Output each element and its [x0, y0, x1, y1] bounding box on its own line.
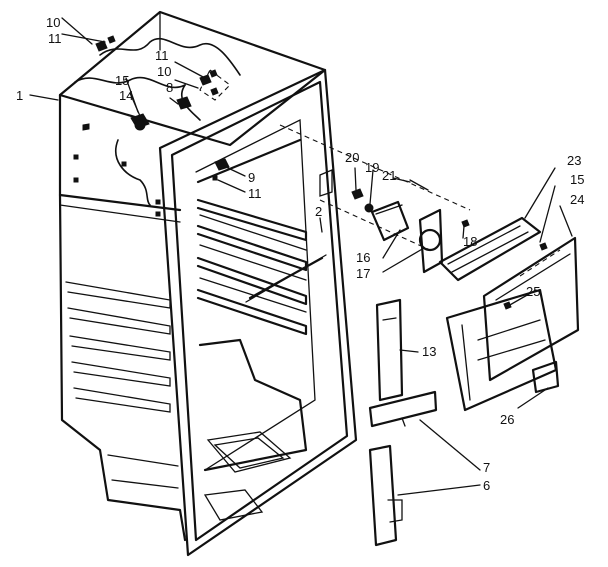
callout-10-top: 10 — [46, 15, 60, 30]
evaporator-panels — [438, 216, 580, 412]
callout-14: 14 — [119, 88, 133, 103]
callout-21: 21 — [382, 168, 396, 183]
callout-15-left: 15 — [115, 73, 129, 88]
callout-11-shelf: 11 — [248, 186, 262, 201]
callout-18: 18 — [463, 234, 477, 249]
callout-26: 26 — [500, 412, 514, 427]
callout-20: 20 — [345, 150, 359, 165]
callout-10-mid: 10 — [157, 64, 171, 79]
callout-23: 23 — [567, 153, 581, 168]
callout-19: 19 — [365, 160, 379, 175]
callout-15-right: 15 — [570, 172, 584, 187]
callout-6: 6 — [483, 478, 490, 493]
cabinet-shell — [58, 10, 327, 542]
callout-8: 8 — [166, 80, 173, 95]
door-liner-frame — [158, 68, 358, 557]
callout-1: 1 — [16, 88, 23, 103]
fan-assembly — [279, 124, 471, 274]
callout-11-mid: 11 — [155, 48, 169, 63]
leader-lines — [29, 17, 573, 496]
callout-25: 25 — [526, 284, 540, 299]
callout-11-top: 11 — [48, 31, 62, 46]
callout-17: 17 — [356, 266, 370, 281]
callout-24: 24 — [570, 192, 584, 207]
callout-7: 7 — [483, 460, 490, 475]
callout-2: 2 — [315, 204, 322, 219]
callout-9: 9 — [248, 170, 255, 185]
callout-13: 13 — [422, 344, 436, 359]
wiring-harness — [74, 35, 241, 206]
duct-parts — [368, 298, 438, 547]
callouts: 10 11 1 11 10 8 15 14 9 11 20 19 21 2 23… — [16, 15, 584, 493]
callout-16: 16 — [356, 250, 370, 265]
